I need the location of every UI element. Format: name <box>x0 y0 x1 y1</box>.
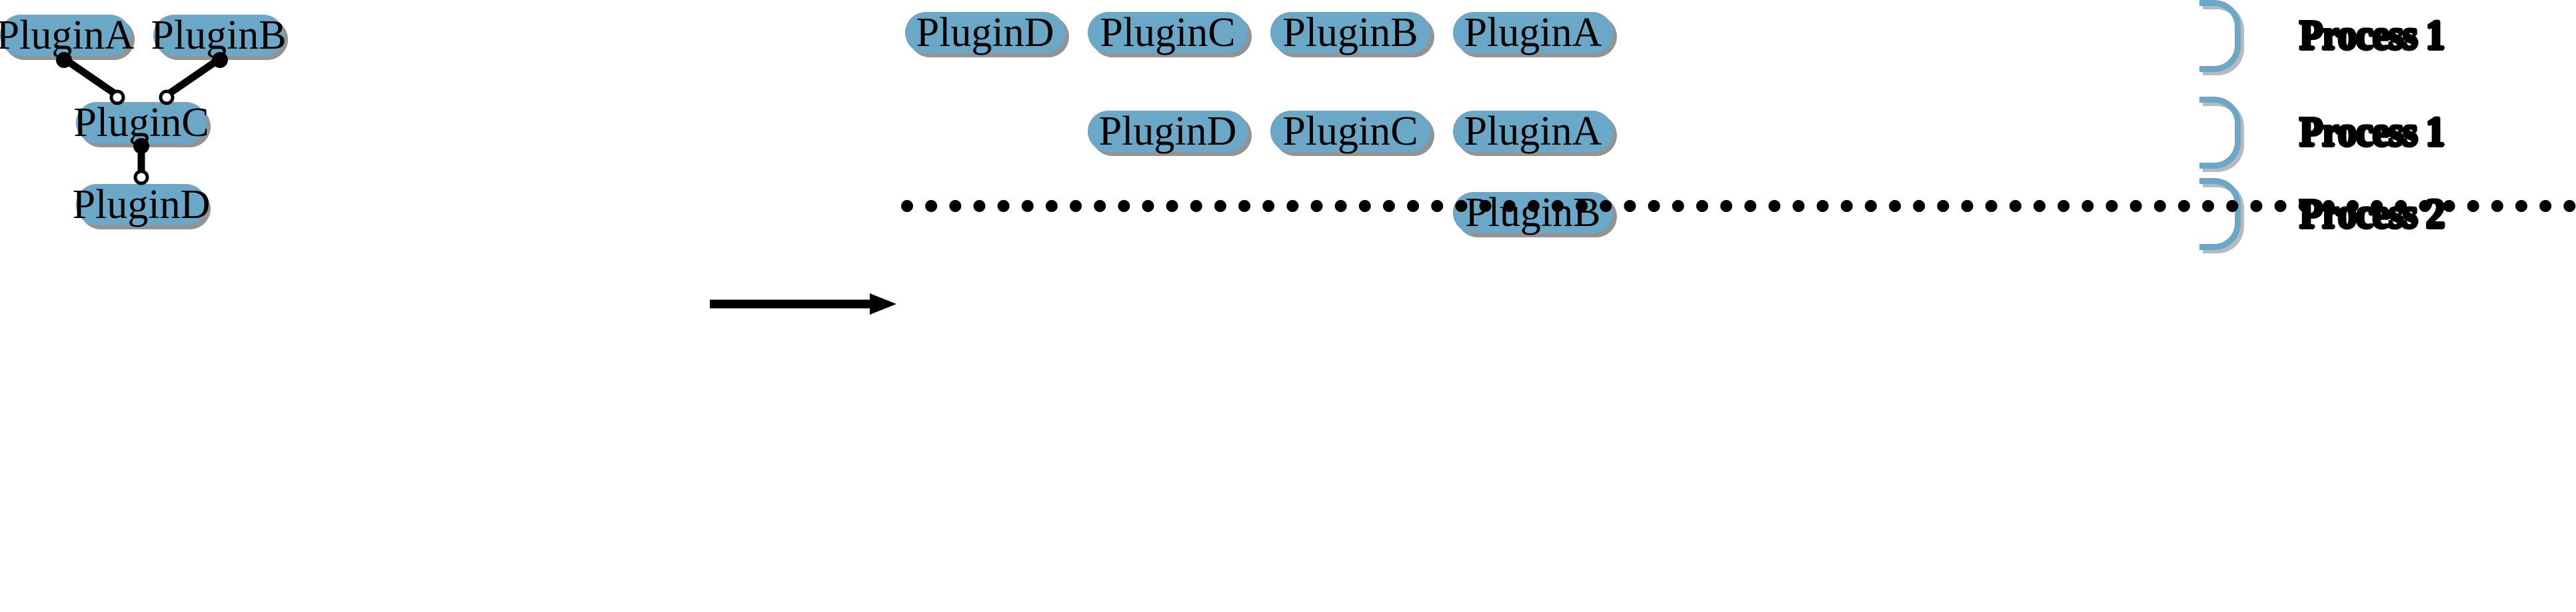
graph-node-pluginC[interactable]: PluginC <box>73 100 209 145</box>
result-node-label: PluginC <box>1282 109 1418 154</box>
graph-node-label: PluginC <box>73 100 209 145</box>
graph-node-pluginB[interactable]: PluginB <box>151 13 287 58</box>
process-label-row-2: Process 1 <box>2299 109 2445 155</box>
transform-arrow <box>710 293 896 315</box>
edge-pluginA-to-pluginC <box>56 52 125 105</box>
result-node-row-2-2[interactable]: PluginA <box>1453 111 1613 152</box>
group-bracket-row-3 <box>2199 178 2241 250</box>
result-node-label: PluginB <box>1465 190 1601 235</box>
dotted-separator <box>901 200 2576 212</box>
group-bracket-row-1 <box>2199 0 2241 72</box>
result-node-label: PluginD <box>916 10 1054 55</box>
result-node-row-3-0[interactable]: PluginB <box>1453 192 1613 233</box>
result-node-row-1-2[interactable]: PluginB <box>1270 12 1430 53</box>
result-node-label: PluginD <box>1098 109 1237 154</box>
graph-node-pluginD[interactable]: PluginD <box>73 184 210 225</box>
result-node-label: PluginC <box>1100 10 1236 55</box>
result-node-row-2-1[interactable]: PluginC <box>1270 111 1430 152</box>
result-node-label: PluginA <box>1464 10 1602 55</box>
graph-node-label: PluginD <box>72 182 211 227</box>
process-label-row-1: Process 1 <box>2299 13 2445 58</box>
result-node-label: PluginB <box>1282 10 1418 55</box>
group-bracket-row-2 <box>2199 97 2241 169</box>
result-node-label: PluginA <box>1464 109 1602 154</box>
result-node-row-2-0[interactable]: PluginD <box>1088 111 1248 152</box>
result-node-row-1-3[interactable]: PluginA <box>1453 12 1613 53</box>
graph-node-label: PluginA <box>0 13 135 58</box>
result-node-row-1-1[interactable]: PluginC <box>1088 12 1248 53</box>
graph-node-label: PluginB <box>151 13 287 58</box>
graph-node-pluginA[interactable]: PluginA <box>0 13 135 58</box>
result-node-row-1-0[interactable]: PluginD <box>905 12 1065 53</box>
edge-pluginB-to-pluginC <box>159 52 228 105</box>
